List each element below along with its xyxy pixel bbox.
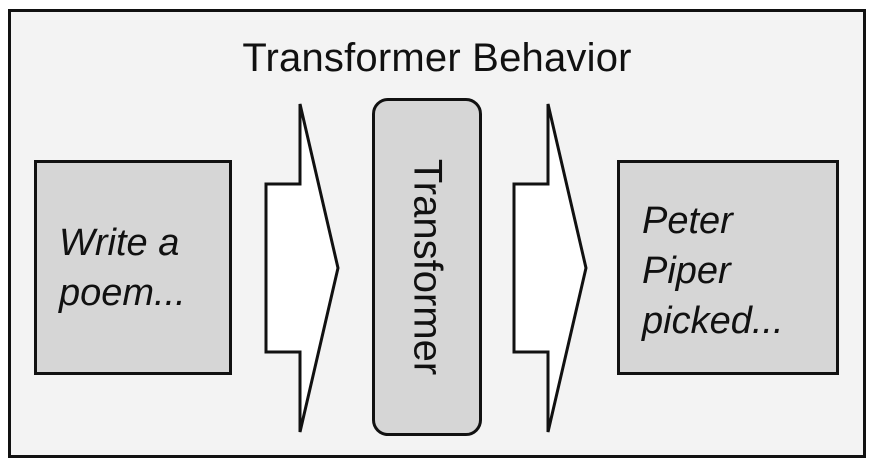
transformer-model-label: Transformer bbox=[405, 158, 450, 376]
input-prompt-box: Write a poem... bbox=[34, 160, 232, 375]
input-to-model-arrow-icon bbox=[264, 103, 340, 433]
output-text-line: Piper bbox=[642, 250, 731, 292]
output-text-line: Peter bbox=[642, 200, 733, 242]
input-prompt-line: Write a bbox=[59, 222, 180, 264]
model-to-output-arrow-icon bbox=[512, 103, 588, 433]
input-prompt-line: poem... bbox=[59, 272, 186, 314]
output-text-line: picked... bbox=[642, 300, 784, 342]
input-prompt-text: Write a poem... bbox=[59, 218, 186, 318]
transformer-model-box: Transformer bbox=[372, 98, 482, 436]
output-generated-text: Peter Piper picked... bbox=[642, 196, 784, 346]
diagram-title: Transformer Behavior bbox=[242, 36, 632, 80]
output-text-box: Peter Piper picked... bbox=[617, 160, 839, 375]
